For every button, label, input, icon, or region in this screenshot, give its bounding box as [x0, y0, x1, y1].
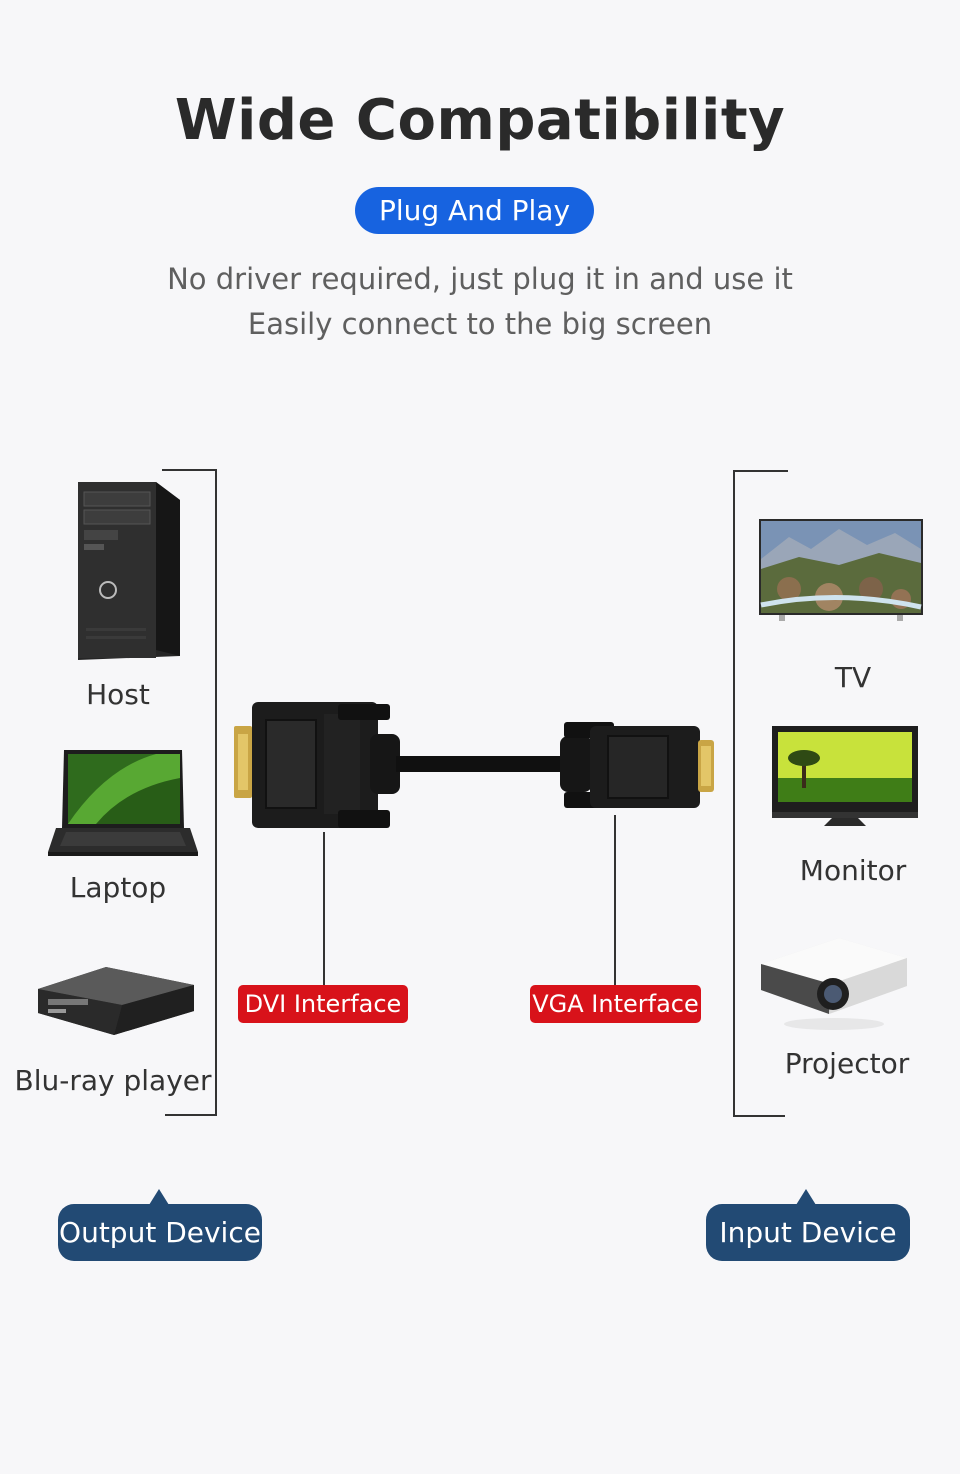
vga-callout-line [614, 815, 616, 985]
output-device-label-host: Host [86, 678, 150, 711]
input-device-label-tv: TV [834, 661, 872, 694]
output-badge-pointer [149, 1189, 169, 1205]
vga-interface-label: VGA Interface [530, 985, 701, 1023]
bluray-player-icon [34, 965, 196, 1041]
dvi-to-vga-cable [230, 698, 720, 838]
output-device-label-bluray: Blu-ray player [14, 1064, 212, 1097]
input-device-label-monitor: Monitor [799, 854, 907, 887]
tv-icon [759, 519, 923, 623]
output-device-badge: Output Device [58, 1204, 262, 1261]
monitor-icon [772, 726, 918, 830]
subtitle-line-2: Easily connect to the big screen [247, 307, 713, 341]
page-title: Wide Compatibility [174, 88, 786, 153]
input-badge-pointer [796, 1189, 816, 1205]
dvi-interface-label: DVI Interface [238, 985, 408, 1023]
dvi-callout-line [323, 832, 325, 985]
desktop-tower-icon [68, 478, 183, 663]
output-device-label-laptop: Laptop [69, 871, 167, 904]
projector-icon [759, 934, 909, 1034]
input-device-badge: Input Device [706, 1204, 910, 1261]
subtitle-line-1: No driver required, just plug it in and … [167, 262, 793, 296]
laptop-icon [46, 748, 200, 860]
input-device-label-projector: Projector [784, 1047, 910, 1080]
plug-and-play-pill: Plug And Play [355, 187, 594, 234]
